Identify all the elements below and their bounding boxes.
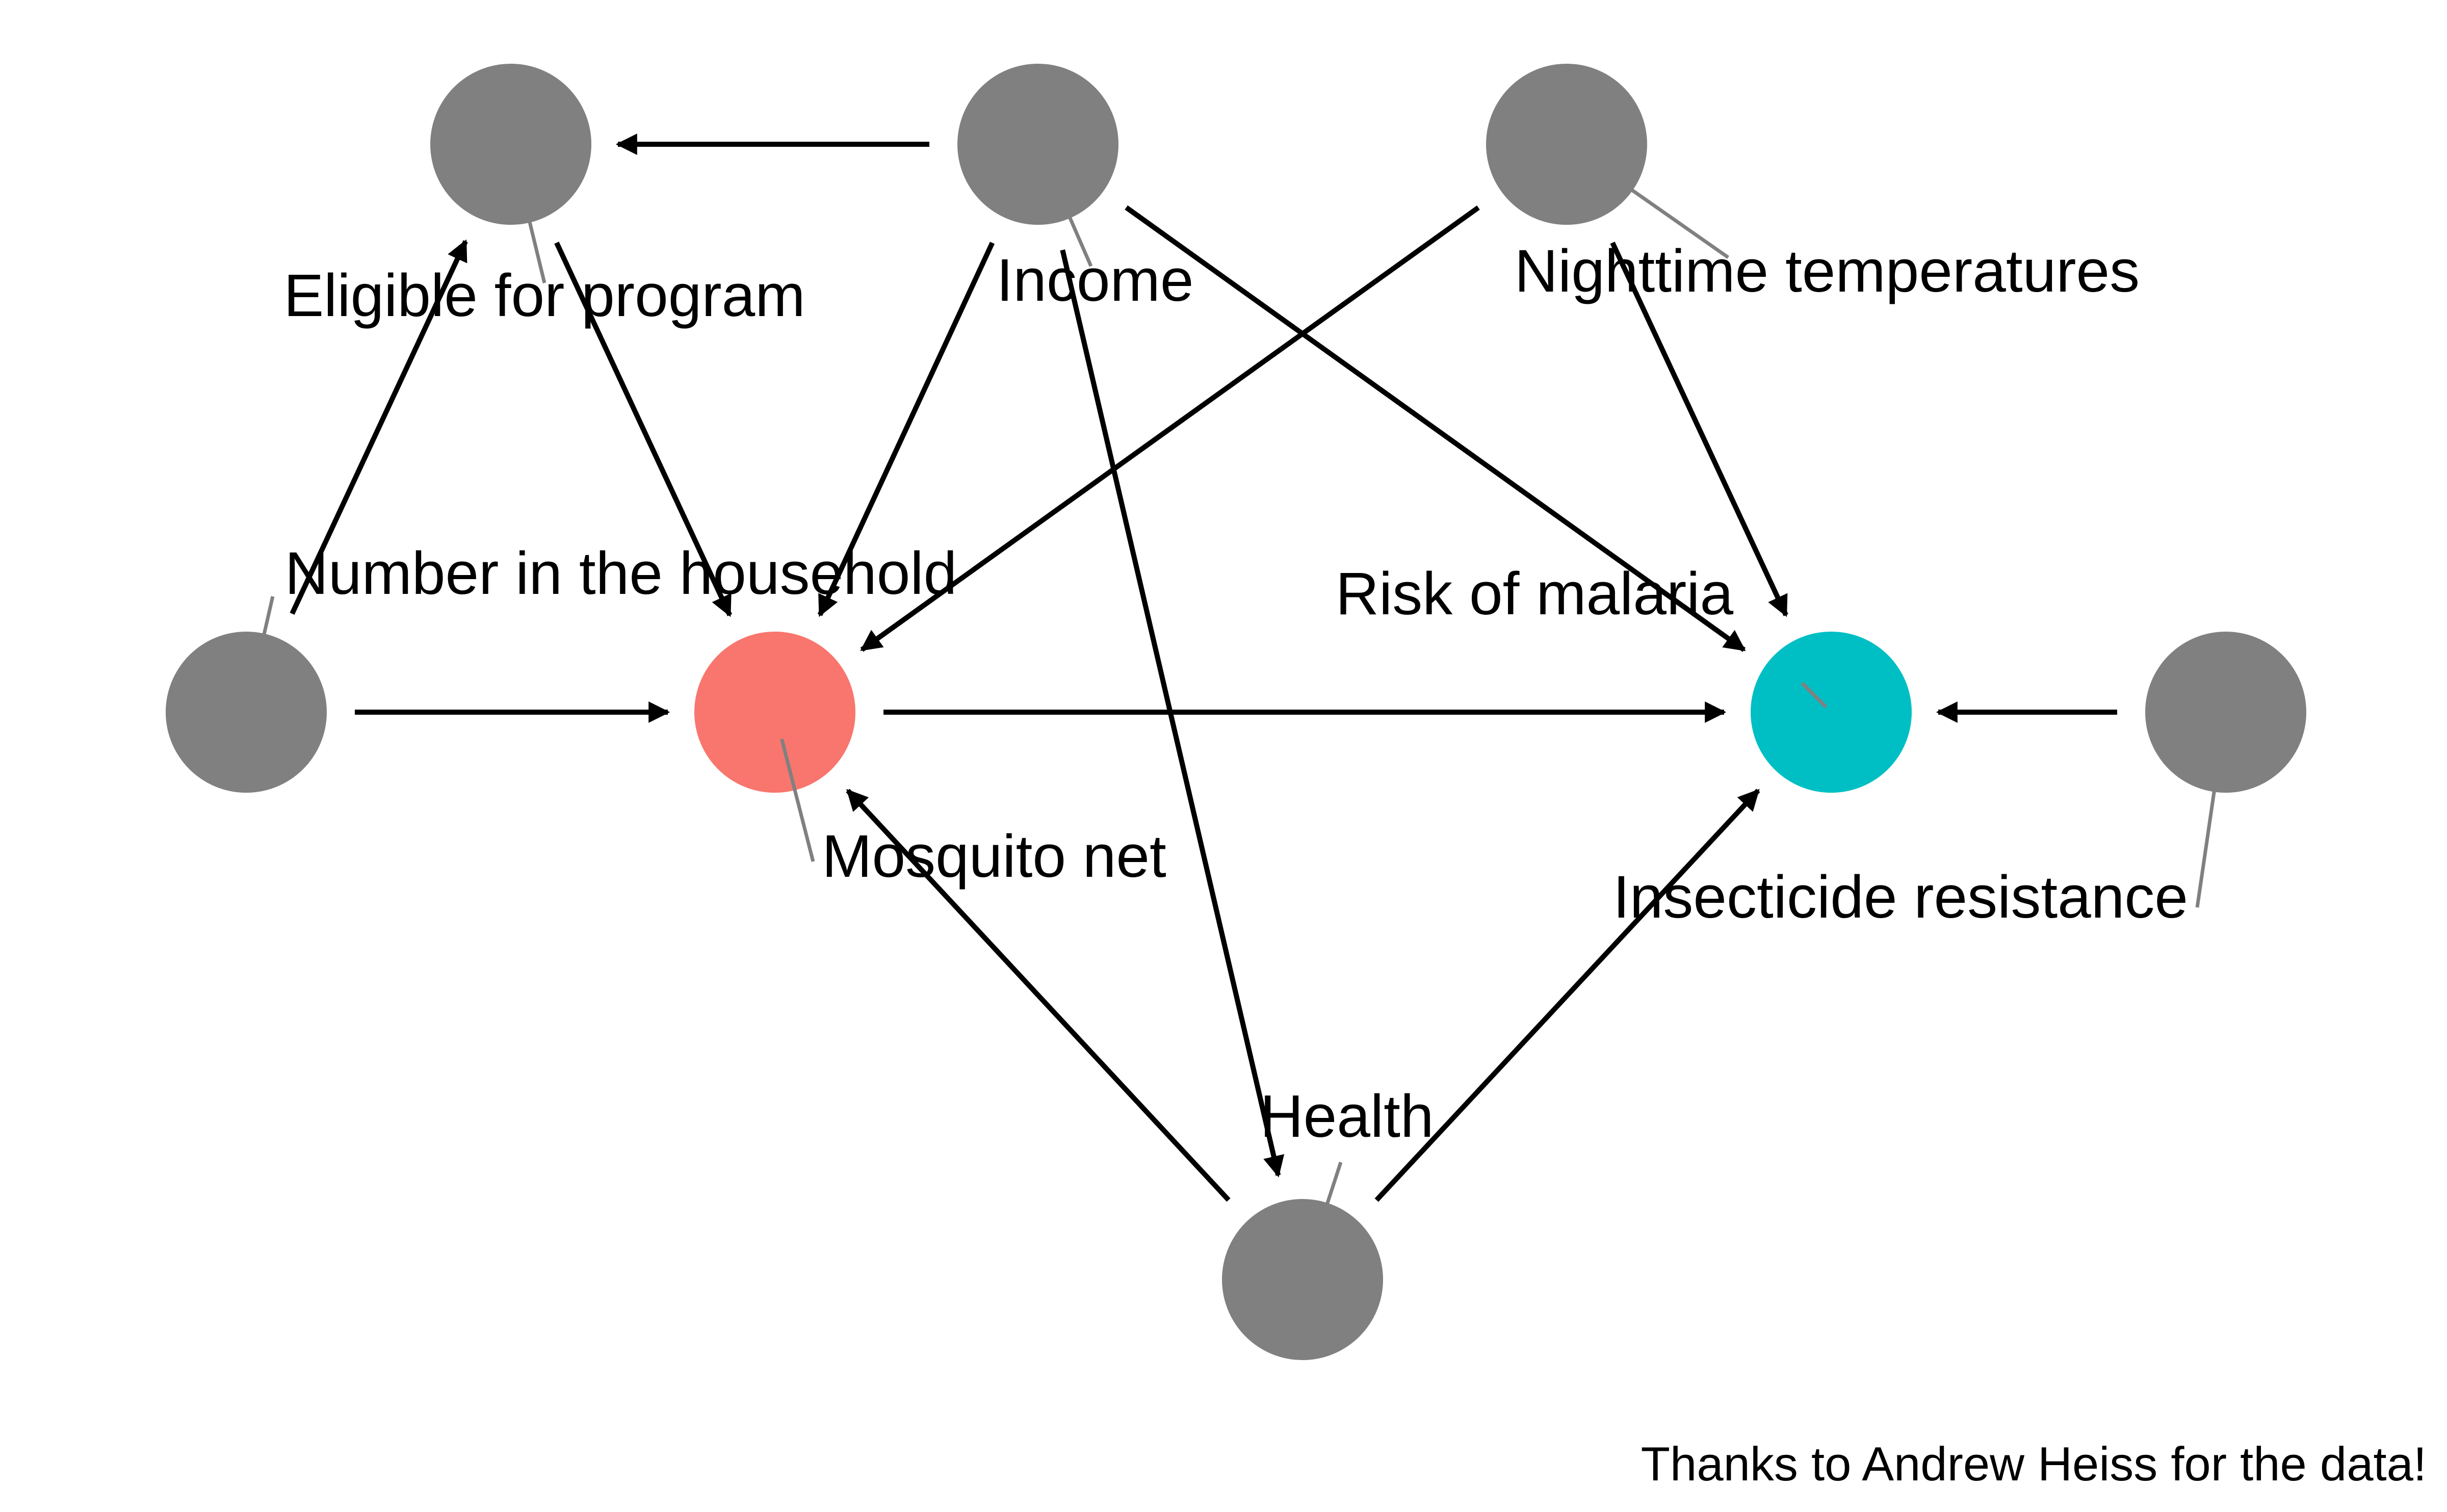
node-income <box>957 64 1118 225</box>
node-malaria <box>1751 632 1912 793</box>
edge-temperature-to-malaria <box>1610 241 1788 617</box>
data-credit-caption: Thanks to Andrew Heiss for the data! <box>1641 1437 2427 1491</box>
leader-line-net <box>780 738 815 862</box>
node-health <box>1222 1199 1383 1360</box>
leader-line-resistance <box>2195 747 2223 908</box>
leader-line-eligible <box>515 169 546 283</box>
edge-temperature-to-net <box>860 205 1480 652</box>
edge-household-to-eligible <box>290 239 468 615</box>
node-labels: Eligible for program Income Nighttime temp… <box>283 238 2188 1150</box>
edge-eligible-to-net <box>554 241 733 617</box>
node-label-health: Health <box>1260 1083 1434 1150</box>
node-label-malaria: Risk of malaria <box>1336 560 1734 628</box>
leader-line-income <box>1046 165 1093 267</box>
node-label-temperature: Nighttime temperatures <box>1515 238 2140 305</box>
edge-income-to-net <box>817 242 995 617</box>
edge-health-to-net <box>846 789 1231 1202</box>
edge-income-to-malaria <box>1125 205 1746 652</box>
leader-line-malaria <box>1801 682 1828 709</box>
node-label-eligible: Eligible for program <box>283 262 805 329</box>
node-net <box>694 632 855 793</box>
node-label-household: Number in the household <box>285 540 957 607</box>
node-household <box>166 632 327 793</box>
edge-health-to-malaria <box>1374 789 1760 1202</box>
leader-line-health <box>1308 1161 1343 1259</box>
edges <box>290 134 2117 1202</box>
node-label-income: Income <box>997 247 1194 314</box>
node-resistance <box>2145 632 2306 793</box>
node-label-net: Mosquito net <box>822 823 1166 890</box>
node-eligible <box>430 64 591 225</box>
label-leaders <box>249 163 2223 1259</box>
node-temperature <box>1486 64 1647 225</box>
nodes <box>166 64 2306 1360</box>
leader-line-household <box>249 596 275 692</box>
node-label-resistance: Insecticide resistance <box>1613 864 2188 931</box>
leader-line-temperature <box>1595 163 1730 259</box>
